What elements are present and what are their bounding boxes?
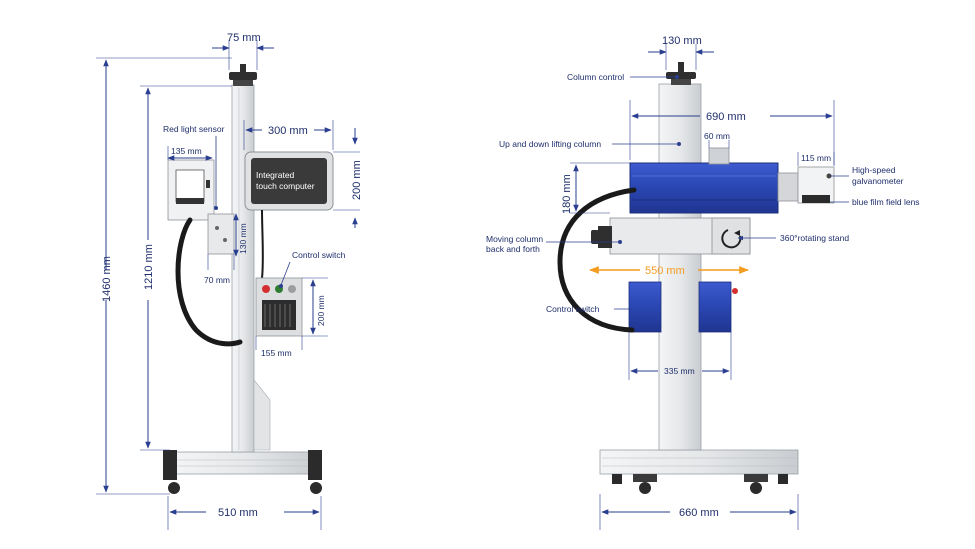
left-cable [175, 217, 243, 347]
control-box-right-half [698, 281, 732, 333]
dim-right-galvo-width: 115 mm [801, 153, 831, 163]
dim-left-total-height: 1460 mm [101, 256, 113, 302]
dim-left-screen-height: 200 mm [351, 160, 363, 200]
dim-left-box-width: 155 mm [261, 348, 292, 358]
dim-left-sensor-width: 135 mm [171, 146, 202, 156]
sensor-bracket [207, 213, 235, 255]
left-dimensions: 75 mm 1460 mm 1210 mm 300 mm 200 mm Red … [96, 32, 363, 530]
touch-computer-label-line2: touch computer [256, 181, 315, 191]
dim-right-head-height: 180 mm [561, 174, 573, 214]
touch-computer-label-line1: Integrated [256, 170, 295, 180]
label-lifting-column: Up and down lifting column [499, 139, 601, 149]
right-cable [557, 187, 637, 333]
label-galvanometer-line1: High-speed [852, 165, 896, 175]
left-wheel-left [168, 482, 180, 494]
dim-left-base-width: 510 mm [218, 507, 258, 519]
left-column-knob [229, 72, 257, 80]
dim-left-box-height: 200 mm [316, 295, 326, 326]
label-rotating-stand: 360°rotating stand [780, 233, 849, 243]
dim-left-column-height: 1210 mm [143, 244, 155, 290]
dim-left-sensor-height: 130 mm [238, 223, 248, 254]
right-machine [557, 62, 835, 494]
left-base-foot-left [163, 450, 177, 480]
left-base [169, 451, 321, 475]
control-box-left-half [628, 281, 662, 333]
dim-left-bracket: 70 mm [204, 275, 230, 285]
stop-button-red [262, 285, 270, 293]
label-right-control-switch: Control switch [546, 304, 600, 314]
dim-right-top-width: 130 mm [662, 35, 702, 47]
dim-right-box-width: 335 mm [664, 366, 695, 376]
left-wheel-right [310, 482, 322, 494]
dim-right-lens-offset: 60 mm [704, 131, 730, 141]
right-dimensions: 130 mm Column control 690 mm Up and down… [486, 35, 920, 530]
rotation-symbol [721, 229, 742, 249]
laser-head [629, 162, 779, 214]
button-gray [288, 285, 296, 293]
right-wheel-right [750, 482, 762, 494]
label-moving-column-line1: Moving column [486, 234, 543, 244]
dim-right-base-width: 660 mm [679, 507, 719, 519]
label-red-light-sensor: Red light sensor [163, 124, 225, 134]
left-column [231, 84, 255, 453]
label-moving-column-line2: back and forth [486, 244, 540, 254]
right-base [599, 449, 799, 475]
left-machine: Integrated touch computer [163, 64, 334, 494]
right-wheel-left [639, 482, 651, 494]
label-galvanometer-line2: galvanometer [852, 176, 904, 186]
left-gusset [253, 379, 271, 451]
left-base-foot-right [308, 450, 322, 480]
label-left-control-switch: Control switch [292, 250, 346, 260]
label-column-control: Column control [567, 72, 624, 82]
label-field-lens: blue film field lens [852, 197, 920, 207]
moving-column-handle [598, 226, 612, 248]
dim-right-rotation-span: 550 mm [645, 265, 685, 277]
dim-left-top-width: 75 mm [227, 32, 261, 44]
dim-right-head-length: 690 mm [706, 111, 746, 123]
dim-left-arm-length: 300 mm [268, 125, 308, 137]
